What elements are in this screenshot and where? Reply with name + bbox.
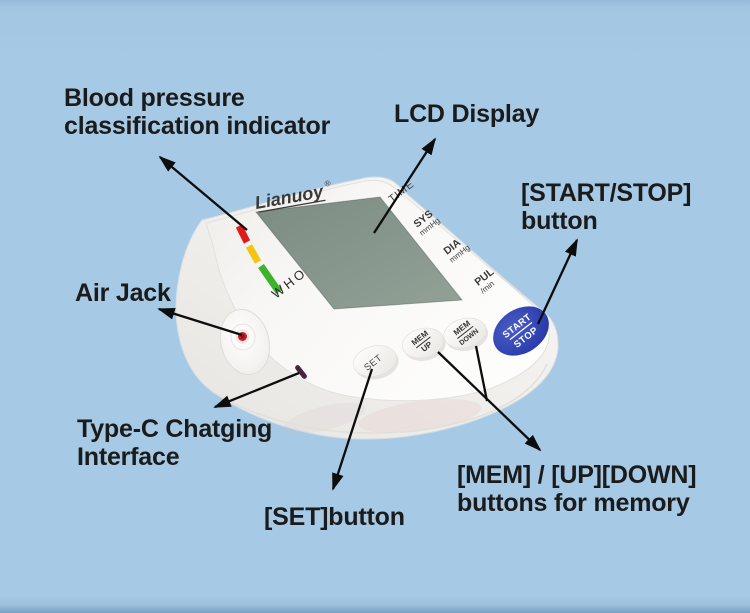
set-button[interactable]: SET — [350, 341, 402, 384]
brand-registered-icon: ® — [324, 179, 331, 189]
label-lcd: LCD Display — [394, 100, 540, 128]
indicator-segment-green — [258, 264, 282, 294]
brand-underline — [258, 199, 326, 213]
blood-pressure-monitor: WHO Lianuoy ® TIME SYS mmHg DIA mmHg PUL… — [175, 176, 559, 440]
label-set: [SET]button — [264, 503, 405, 531]
annotation-arrows — [157, 137, 579, 491]
label-bp-indicator: Blood pressure classification indicator — [64, 84, 330, 140]
label-start-stop: [START/STOP] button — [521, 179, 691, 235]
start-stop-button[interactable]: START STOP — [484, 296, 558, 366]
arrow-set — [331, 368, 374, 491]
arrow-bp-indicator — [158, 155, 248, 231]
indicator-segment-yellow — [245, 244, 262, 264]
label-mem-line2: buttons for memory — [457, 489, 690, 517]
label-type-c-line2: Interface — [77, 443, 180, 471]
label-type-c: Type-C Chatging Interface — [77, 415, 272, 471]
arrow-start-stop — [536, 238, 579, 325]
mem-up-button[interactable]: MEM UP — [399, 324, 449, 365]
arrow-air-jack — [157, 307, 243, 337]
label-mem-line1: [MEM] / [UP][DOWN] — [457, 461, 697, 489]
type-c-port — [295, 365, 307, 379]
device-rim — [212, 363, 548, 434]
indicator-segment-red — [235, 224, 251, 244]
label-bp-line2: classification indicator — [64, 112, 331, 140]
arrow-mem-down — [474, 345, 489, 402]
label-start-stop-line1: [START/STOP] — [521, 179, 692, 207]
arrow-mem-up — [437, 351, 542, 452]
air-jack — [219, 308, 271, 376]
label-air-jack: Air Jack — [75, 279, 171, 307]
front-reflection-2 — [284, 402, 366, 434]
arrow-lcd — [373, 137, 437, 234]
label-start-stop-line2: button — [521, 207, 598, 235]
label-mem: [MEM] / [UP][DOWN] buttons for memory — [457, 461, 697, 517]
arrow-type-c — [213, 371, 300, 409]
mem-down-button[interactable]: MEM DOWN — [441, 314, 492, 356]
lcd-screen — [255, 196, 463, 310]
label-bp-line1: Blood pressure — [64, 84, 245, 112]
label-type-c-line1: Type-C Chatging — [77, 415, 273, 443]
